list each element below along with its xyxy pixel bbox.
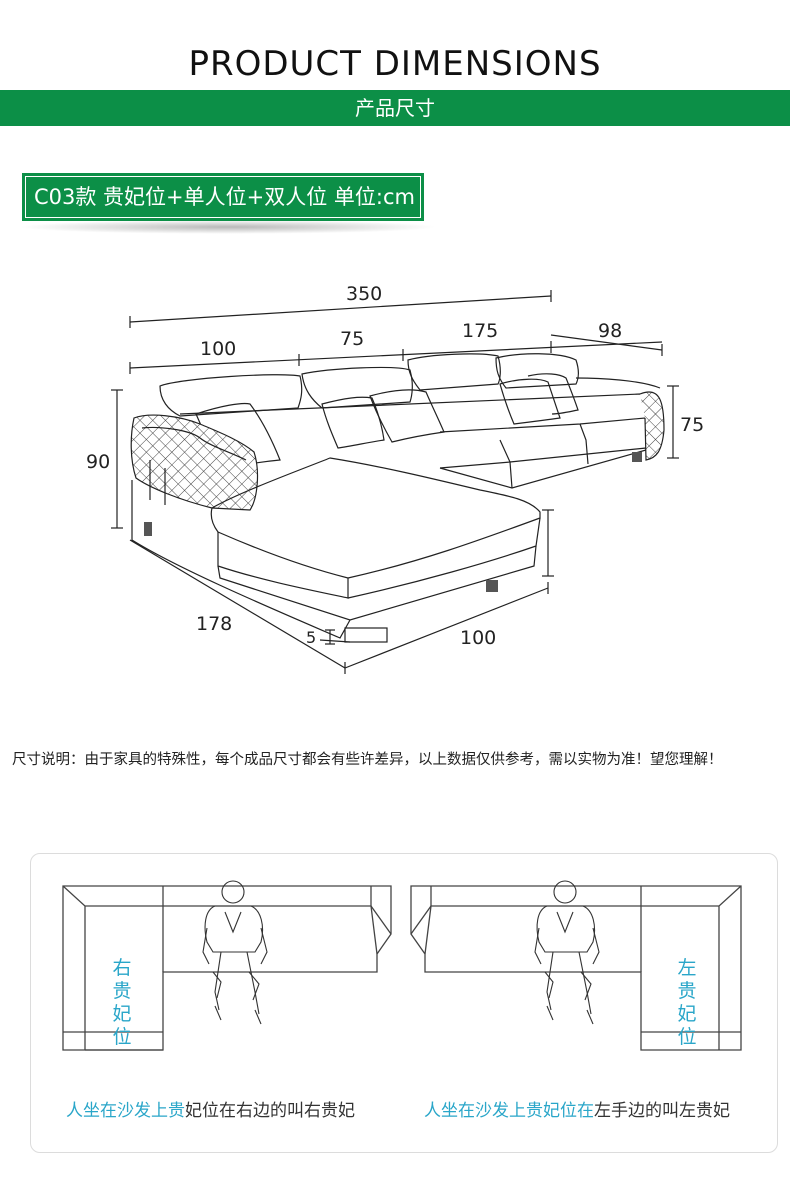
right-chaise-caption-highlight: 人坐在沙发上贵: [66, 1101, 185, 1121]
svg-text:左: 左: [677, 957, 696, 979]
person-icon: [534, 880, 600, 1025]
dim-height-left: 90: [86, 451, 110, 473]
spec-label-shadow: [18, 220, 438, 234]
right-chaise-caption: 人坐在沙发上贵妃位在右边的叫右贵妃: [66, 1096, 355, 1121]
right-chaise-diagram: 右 贵 妃 位: [62, 880, 392, 1051]
dim-chaise-length: 178: [196, 613, 232, 635]
person-icon: [202, 880, 268, 1025]
dim-chaise-width: 100: [460, 627, 496, 649]
chaise-orientation-panel: [30, 853, 778, 1153]
left-chaise-caption-rest: 左手边的叫左贵妃: [594, 1101, 730, 1121]
left-chaise-diagram: 左 贵 妃 位: [410, 880, 742, 1051]
dim-leg-height: 5: [306, 628, 316, 647]
page-title-cn: 产品尺寸: [355, 96, 435, 120]
left-chaise-caption-highlight: 人坐在沙发上贵妃位在: [424, 1101, 594, 1121]
left-chaise-vertical-label: 左 贵 妃 位: [677, 957, 696, 1048]
svg-text:妃: 妃: [112, 1003, 131, 1025]
dim-height-right: 75: [680, 414, 704, 436]
spec-label-box: C03款 贵妃位+单人位+双人位 单位:cm: [22, 173, 424, 221]
dimension-lines: [111, 290, 679, 674]
dim-seat-depth: 98: [598, 320, 622, 342]
svg-text:右: 右: [112, 957, 131, 979]
dim-seg-3: 175: [462, 320, 498, 342]
svg-text:妃: 妃: [677, 1003, 696, 1025]
svg-text:位: 位: [112, 1026, 131, 1048]
svg-text:贵: 贵: [677, 980, 696, 1002]
section-band: 产品尺寸: [0, 90, 790, 126]
svg-text:位: 位: [677, 1026, 696, 1048]
page-title-en: PRODUCT DIMENSIONS: [188, 44, 602, 84]
size-notice: 尺寸说明：由于家具的特殊性，每个成品尺寸都会有些许差异，以上数据仅供参考，需以实…: [12, 752, 723, 768]
dim-seg-1: 100: [200, 338, 236, 360]
left-chaise-caption: 人坐在沙发上贵妃位在左手边的叫左贵妃: [424, 1096, 730, 1121]
sofa-dimension-drawing: 350 100 75 175 98 90 75 178 5 100: [86, 283, 704, 674]
dim-total-width: 350: [346, 283, 382, 305]
svg-text:贵: 贵: [112, 980, 131, 1002]
sofa-illustration: [130, 353, 665, 643]
right-chaise-vertical-label: 右 贵 妃 位: [112, 957, 131, 1048]
spec-label-text: C03款 贵妃位+单人位+双人位 单位:cm: [25, 176, 421, 218]
right-chaise-caption-rest: 妃位在右边的叫右贵妃: [185, 1101, 355, 1121]
dim-seg-2: 75: [340, 328, 364, 350]
